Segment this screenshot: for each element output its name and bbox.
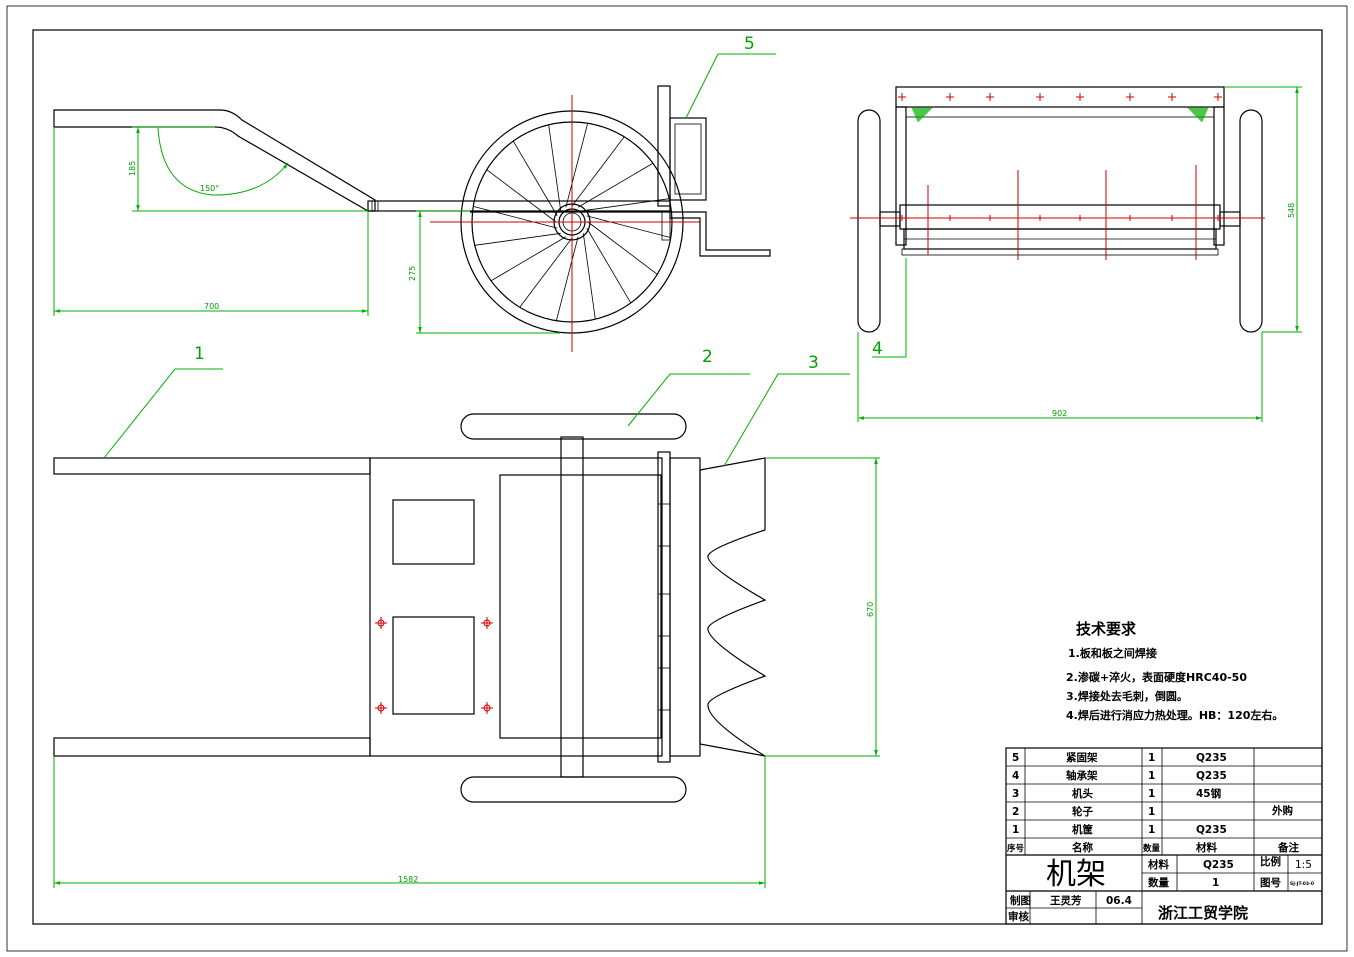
drawing-no-label: 图号 xyxy=(1260,877,1281,889)
dim-track-width: 902 xyxy=(1052,409,1067,418)
dim-head-width: 670 xyxy=(866,602,875,617)
part-4-no: 4 xyxy=(1012,770,1019,782)
part-2-no: 2 xyxy=(1012,806,1019,818)
leader-5: 5 xyxy=(744,34,755,54)
wheel-spoke xyxy=(512,140,558,217)
wheel-spoke xyxy=(565,123,589,208)
part-5-material: Q235 xyxy=(1196,752,1227,764)
part-1-name: 机筐 xyxy=(1072,823,1094,836)
drawing-name: 机架 xyxy=(1046,857,1106,892)
outer-border xyxy=(6,5,1348,952)
requirement-1: 1.板和板之间焊接 xyxy=(1068,646,1157,660)
top-view: 1582 670 1 2 3 xyxy=(53,344,880,888)
header-material: 材料 xyxy=(1195,841,1218,854)
frame-bar xyxy=(367,200,671,212)
part-4-name: 轴承架 xyxy=(1066,769,1098,782)
material-label: 材料 xyxy=(1147,858,1170,871)
wheel-spoke xyxy=(486,169,557,223)
requirement-2: 2.渗碳+淬火，表面硬度HRC40-50 xyxy=(1066,670,1247,684)
part-3-qty: 1 xyxy=(1148,788,1155,800)
checked-label: 审核 xyxy=(1008,910,1030,923)
part-2-qty: 1 xyxy=(1148,806,1155,818)
part-4-material: Q235 xyxy=(1196,770,1227,782)
part-5-no: 5 xyxy=(1012,752,1019,764)
wheel-spoke xyxy=(587,221,658,275)
header-name: 名称 xyxy=(1072,841,1094,854)
side-view: 902 548 4 xyxy=(850,86,1302,422)
wheel-spoke xyxy=(548,124,562,211)
requirements-title: 技术要求 xyxy=(1076,620,1137,638)
part-4-qty: 1 xyxy=(1148,770,1155,782)
drawn-by: 王灵芳 xyxy=(1050,894,1082,907)
dim-handle-length: 700 xyxy=(204,302,219,311)
part-2-name: 轮子 xyxy=(1072,805,1094,818)
wheel-spoke xyxy=(582,233,596,320)
wheel-spoke xyxy=(586,215,671,239)
header-no: 序号 xyxy=(1006,843,1025,854)
handle-outline xyxy=(53,109,376,212)
qty-value: 1 xyxy=(1212,877,1219,889)
dim-handle-height: 185 xyxy=(128,161,137,176)
part-3-material: 45钢 xyxy=(1196,787,1221,800)
wheel-spoke xyxy=(519,237,573,308)
school-name: 浙江工贸学院 xyxy=(1158,904,1248,922)
wheel-spoke xyxy=(474,232,561,246)
part-5-qty: 1 xyxy=(1148,752,1155,764)
drawn-label: 制图 xyxy=(1010,894,1031,907)
wheel-spoke xyxy=(577,162,654,208)
dim-frame-length: 1582 xyxy=(398,875,418,884)
scale-label: 比例 xyxy=(1260,855,1281,868)
part-5-name: 紧固架 xyxy=(1066,751,1098,764)
requirement-4: 4.焊后进行消应力热处理。HB：120左右。 xyxy=(1066,708,1283,722)
part-1-no: 1 xyxy=(1012,824,1019,836)
leader-4: 4 xyxy=(872,339,883,359)
wheel-spoke xyxy=(586,227,632,304)
wheel-spoke xyxy=(571,136,625,207)
inner-border xyxy=(32,29,1323,925)
scale-value: 1:5 xyxy=(1295,859,1312,871)
wheel-spoke xyxy=(555,236,579,321)
part-3-name: 机头 xyxy=(1072,787,1094,800)
part-1-qty: 1 xyxy=(1148,824,1155,836)
dim-wheel-radius: 275 xyxy=(408,266,417,281)
material-value: Q235 xyxy=(1203,859,1234,871)
header-note: 备注 xyxy=(1277,841,1300,854)
front-view: 700 185 150° 275 5 xyxy=(53,34,776,352)
qty-label: 数量 xyxy=(1147,876,1170,889)
requirement-3: 3.焊接处去毛刺，倒圆。 xyxy=(1066,689,1188,703)
drawn-date: 06.4 xyxy=(1106,895,1132,907)
technical-requirements: 技术要求 1.板和板之间焊接 2.渗碳+淬火，表面硬度HRC40-50 3.焊接… xyxy=(1066,620,1283,722)
title-block: 5 紧固架 1 Q235 4 轴承架 1 Q235 3 机头 1 45钢 2 轮… xyxy=(1005,747,1323,925)
wheel-spoke xyxy=(583,198,670,212)
part-1-material: Q235 xyxy=(1196,824,1227,836)
leader-1: 1 xyxy=(194,344,205,364)
leader-2: 2 xyxy=(702,347,713,367)
drawing-no-value: SJ-JT-03-0 xyxy=(1290,881,1314,887)
wheel-spoke xyxy=(490,236,567,282)
header-qty: 数量 xyxy=(1143,843,1161,854)
part-3-no: 3 xyxy=(1012,788,1019,800)
dim-wheel-height: 548 xyxy=(1287,203,1296,218)
dim-handle-angle: 150° xyxy=(200,184,219,193)
leader-3: 3 xyxy=(808,353,819,373)
part-2-note: 外购 xyxy=(1271,804,1293,817)
wheel-spoke xyxy=(473,205,558,229)
